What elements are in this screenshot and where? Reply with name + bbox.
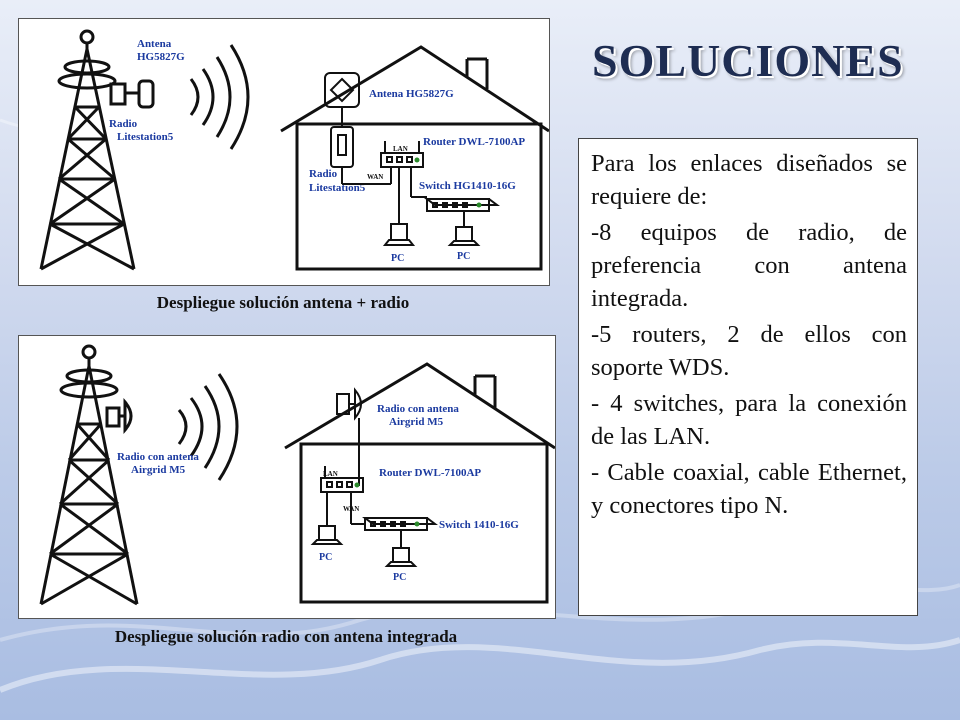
wan-label: WAN: [343, 505, 359, 513]
router-label: Router DWL-7100AP: [379, 467, 481, 479]
lan-label: LAN: [393, 145, 408, 153]
router-label: Router DWL-7100AP: [423, 136, 525, 148]
house-icon: [284, 362, 556, 604]
pc-icon: [310, 525, 344, 545]
requirement-item: - Cable coaxial, cable Ethernet, y conec…: [591, 459, 907, 519]
pc1-label: PC: [391, 253, 404, 264]
requirements-textbox: Para los enlaces diseñados se requiere d…: [578, 138, 918, 616]
router-icon: [341, 141, 427, 224]
requirement-item: -8 equipos de radio, de preferencia con …: [591, 219, 907, 312]
switch-label: Switch HG1410-16G: [419, 180, 516, 192]
router-icon: [320, 466, 365, 526]
pc-icon: [384, 547, 418, 567]
tower-icon: [39, 29, 155, 271]
switch-icon: [362, 517, 438, 548]
signal-waves-icon: [189, 44, 250, 150]
pc2-label: PC: [457, 251, 470, 262]
caption-diagram2: Despliegue solución radio con antena int…: [114, 627, 458, 646]
house-antenna-label: Antena HG5827G: [369, 88, 454, 100]
switch-label: Switch 1410-16G: [439, 519, 519, 531]
house-icon: [280, 45, 550, 271]
pc-icon: [382, 223, 416, 246]
requirements-intro: Para los enlaces diseñados se requiere d…: [591, 150, 907, 210]
pc-icon: [447, 226, 481, 246]
wan-label: WAN: [367, 173, 383, 181]
pc1-label: PC: [319, 552, 332, 563]
page-title: SOLUCIONES: [592, 35, 904, 86]
tower-icon: [39, 344, 139, 606]
pc2-label: PC: [393, 572, 406, 583]
switch-icon: [424, 198, 500, 227]
lan-label: LAN: [323, 470, 338, 478]
requirement-item: - 4 switches, para la conexión de las LA…: [591, 390, 907, 450]
requirement-item: -5 routers, 2 de ellos con soporte WDS.: [591, 321, 907, 381]
caption-diagram1: Despliegue solución antena + radio: [156, 293, 410, 312]
signal-waves-icon: [177, 373, 239, 481]
